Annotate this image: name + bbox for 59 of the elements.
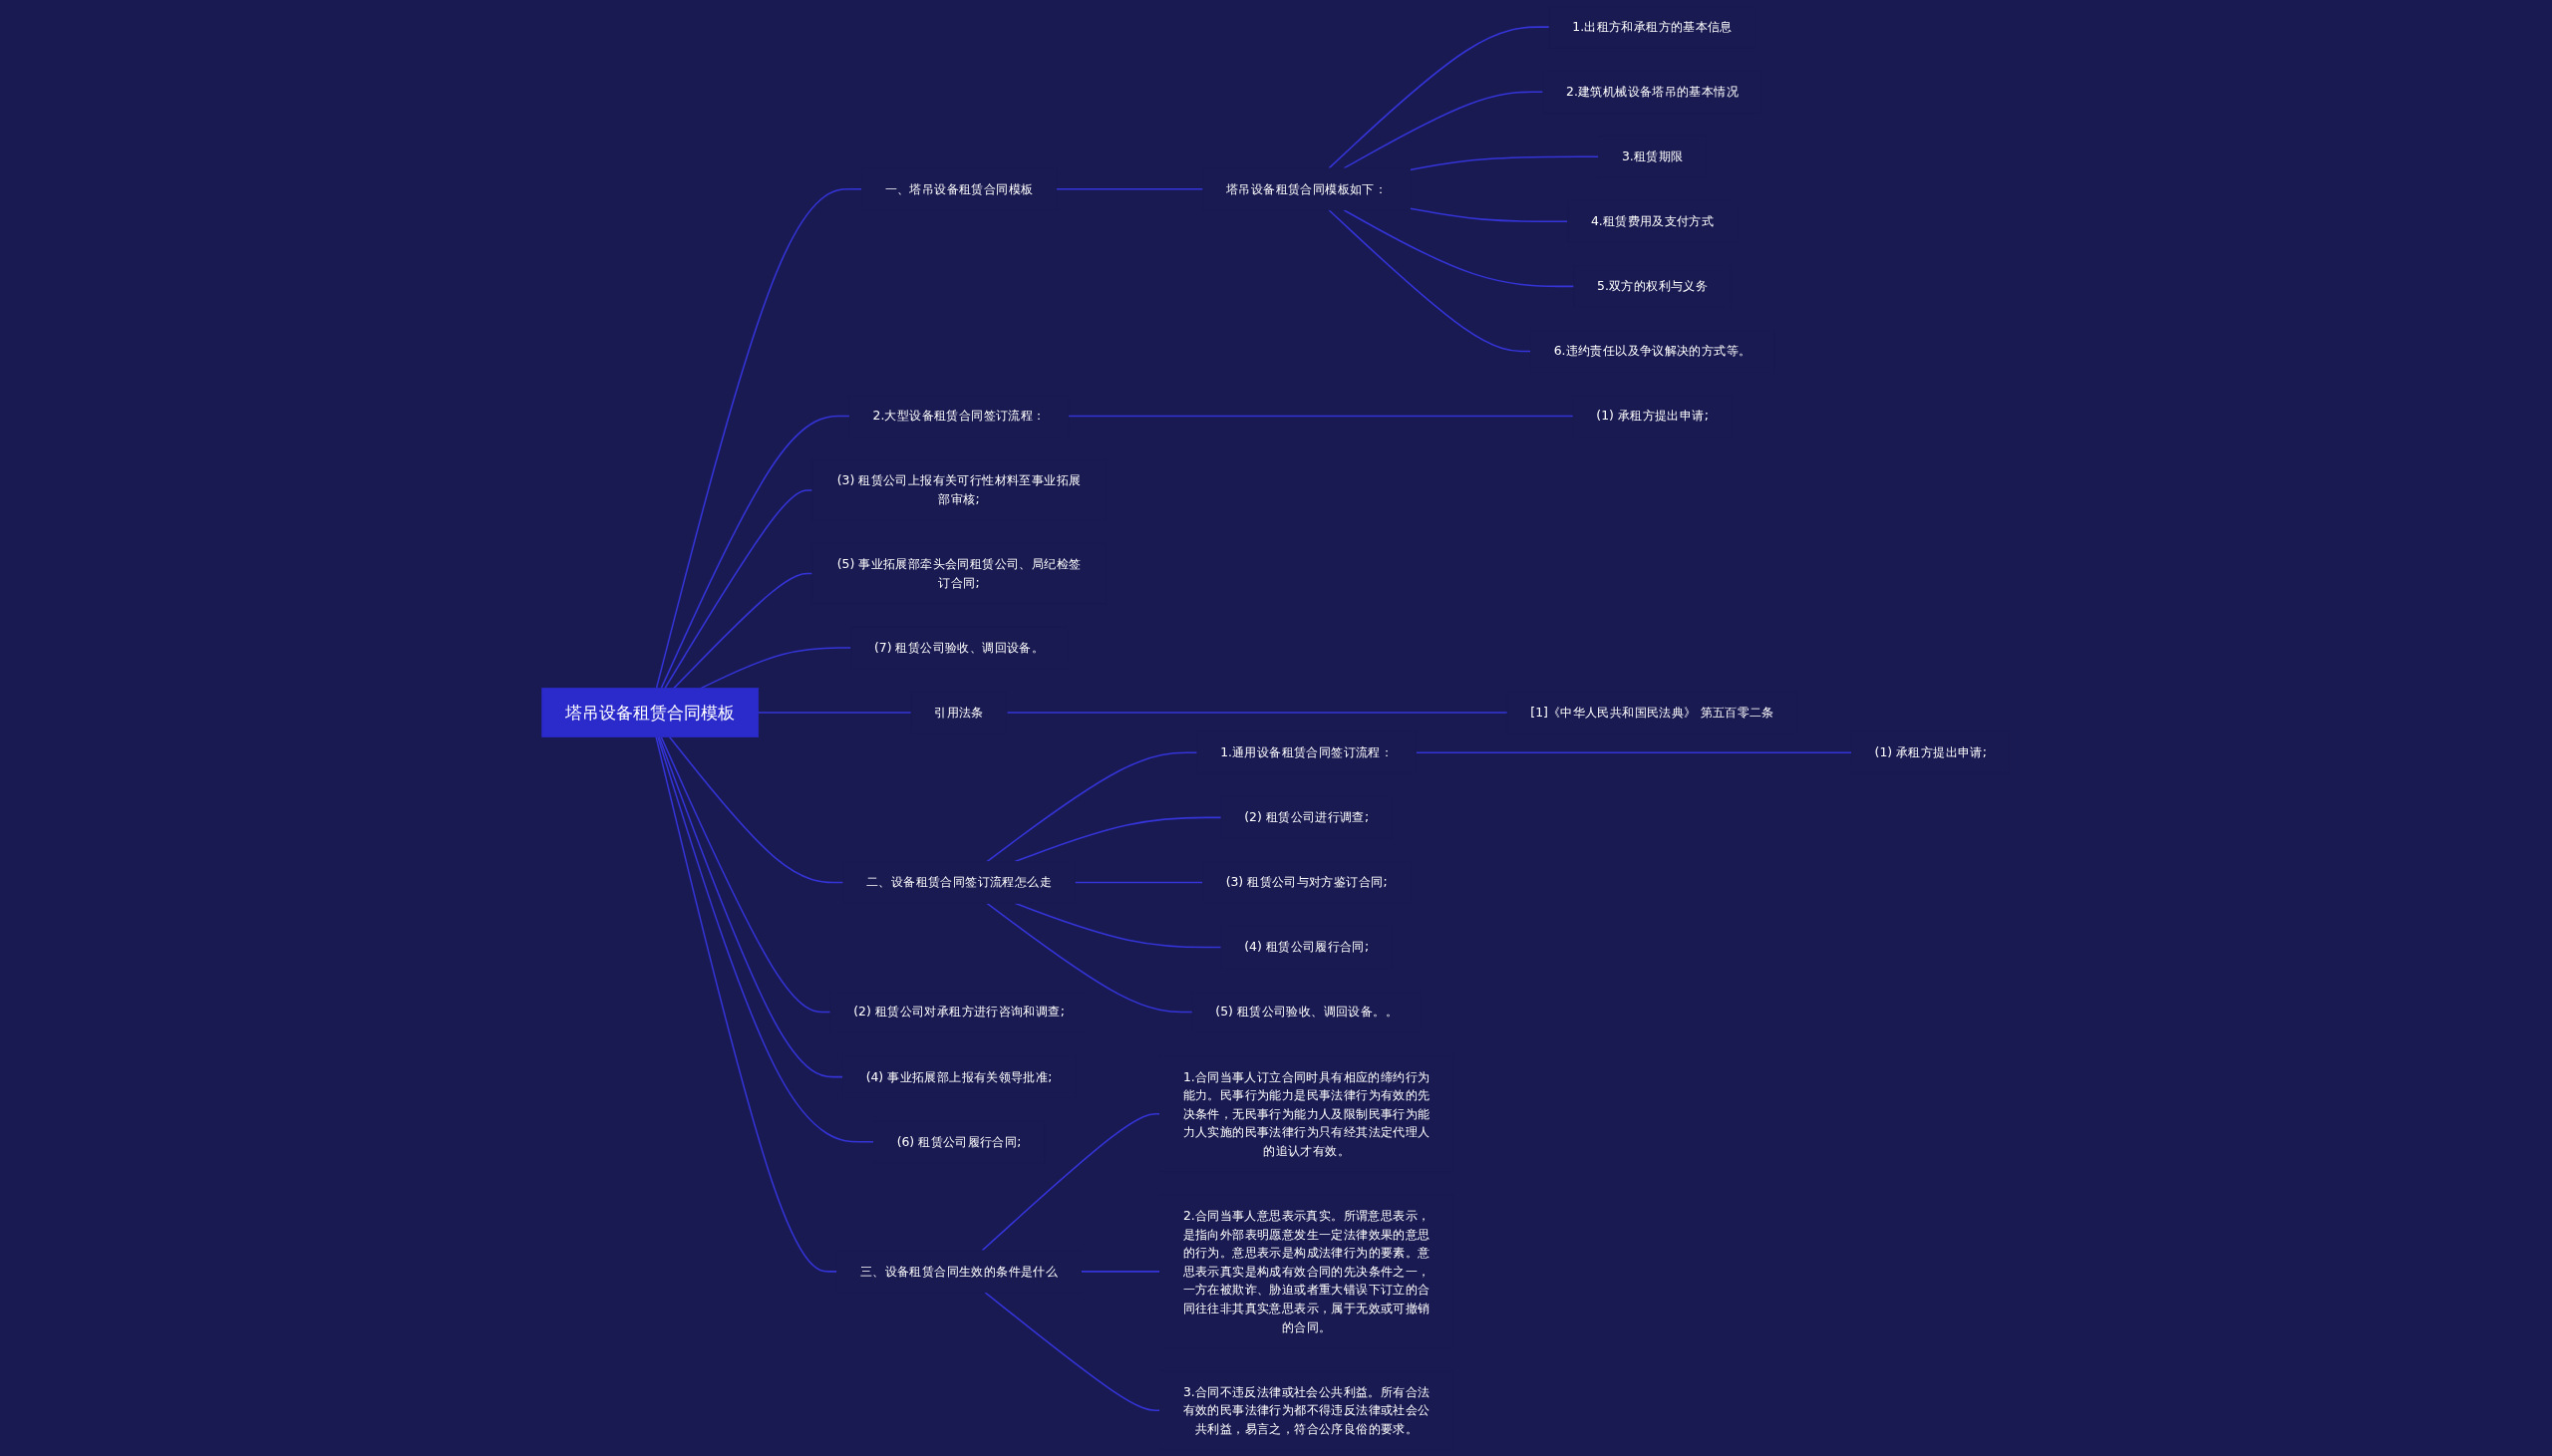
- connector: [1343, 208, 1575, 288]
- connector: [668, 735, 844, 884]
- connector: [986, 902, 1193, 1014]
- connector: [1080, 1271, 1161, 1273]
- connector: [1068, 415, 1574, 418]
- connector: [1055, 188, 1204, 190]
- node-text: (7) 租赁公司验收、调回设备。: [873, 640, 1045, 655]
- node-text: 1.通用设备租赁合同签订流程：: [1220, 744, 1394, 760]
- connector: [1409, 207, 1569, 223]
- connector: [984, 1292, 1161, 1412]
- node-text: 塔吊设备租赁合同模板如下：: [1226, 181, 1388, 196]
- node-text: 2.合同当事人意思表示真实。所谓意思表示，是指向外部表明愿意发生一定法律效果的意思的行为。意思表示是构成法律行为的要素。意思表示真实是构成有效合同的先决条件之一，一方在被欺诈、胁迫或者重大错误下订立的合同往往非其真实意思表示，属于无效或可撤销的合同。: [1182, 1208, 1431, 1334]
- connector: [660, 415, 851, 690]
- node-text: 1.合同当事人订立合同时具有相应的缔约行为能力。民事行为能力是民事法律行为有效的先决条件，无民事行为能力人及限制民事行为能力人实施的民事法律行为只有经其法定代理人的追认才有效。: [1182, 1068, 1431, 1158]
- node-text: 一、塔吊设备租赁合同模板: [884, 181, 1034, 196]
- connector: [664, 489, 813, 690]
- node-text: 三、设备租赁合同生效的条件是什么: [859, 1264, 1059, 1279]
- node-box: 塔吊设备租赁合同模板: [541, 688, 760, 737]
- node-text: [1]《中华人民共和国民法典》 第五百零二条: [1530, 705, 1774, 720]
- node-text: 1.出租方和承租方的基本信息: [1572, 19, 1733, 35]
- node-text: 2.建筑机械设备塔吊的基本情况: [1566, 84, 1740, 100]
- node-text: 4.租赁费用及支付方式: [1590, 213, 1715, 229]
- connector: [655, 188, 863, 690]
- node-text: 引用法条: [934, 705, 984, 720]
- connector: [1014, 816, 1222, 863]
- connector: [1343, 91, 1544, 169]
- node-text: (1) 承租方提出申请;: [1874, 744, 1988, 760]
- connector: [1415, 751, 1853, 754]
- node-text: 5.双方的权利与义务: [1597, 278, 1709, 294]
- node-text: (5) 事业拓展部牵头会同租赁公司、局纪检签订合同;: [836, 556, 1082, 590]
- connector: [658, 735, 844, 1078]
- connector: [655, 735, 838, 1273]
- connector: [1328, 208, 1532, 353]
- node-text: (3) 租赁公司上报有关可行性材料至事业拓展部审核;: [836, 472, 1082, 507]
- connector: [1014, 902, 1222, 949]
- connector: [1328, 26, 1550, 169]
- node-text: (5) 租赁公司验收、调回设备。。: [1215, 1004, 1398, 1019]
- node-text: (1) 承租方提出申请;: [1596, 408, 1709, 424]
- node-text: (2) 租赁公司对承租方进行咨询和调查;: [853, 1004, 1065, 1019]
- node-text: (3) 租赁公司与对方鉴订合同;: [1225, 874, 1388, 890]
- connector: [657, 735, 875, 1143]
- connector: [1006, 712, 1508, 714]
- node-text: 3.合同不违反法律或社会公共利益。所有合法有效的民事法律行为都不得违反法律或社会公共利益，易言之，符合公序良俗的要求。: [1182, 1383, 1431, 1436]
- node-text: 3.租赁期限: [1621, 148, 1684, 164]
- connector: [757, 712, 912, 714]
- node-text: (6) 租赁公司履行合同;: [896, 1133, 1022, 1149]
- connector: [673, 572, 813, 690]
- node-text: 二、设备租赁合同签订流程怎么走: [866, 874, 1053, 890]
- node-text: (2) 租赁公司进行调查;: [1244, 809, 1370, 825]
- connector: [1409, 155, 1600, 171]
- connector: [981, 1113, 1161, 1252]
- node-text: 2.大型设备租赁合同签订流程：: [872, 408, 1046, 424]
- node-text: (4) 租赁公司履行合同;: [1244, 939, 1370, 955]
- connector: [1074, 881, 1204, 884]
- node-text: (4) 事业拓展部上报有关领导批准;: [865, 1068, 1053, 1084]
- connector: [700, 647, 852, 690]
- connector: [986, 751, 1198, 863]
- connector: [660, 735, 831, 1014]
- node-text: 6.违约责任以及争议解决的方式等。: [1553, 343, 1752, 359]
